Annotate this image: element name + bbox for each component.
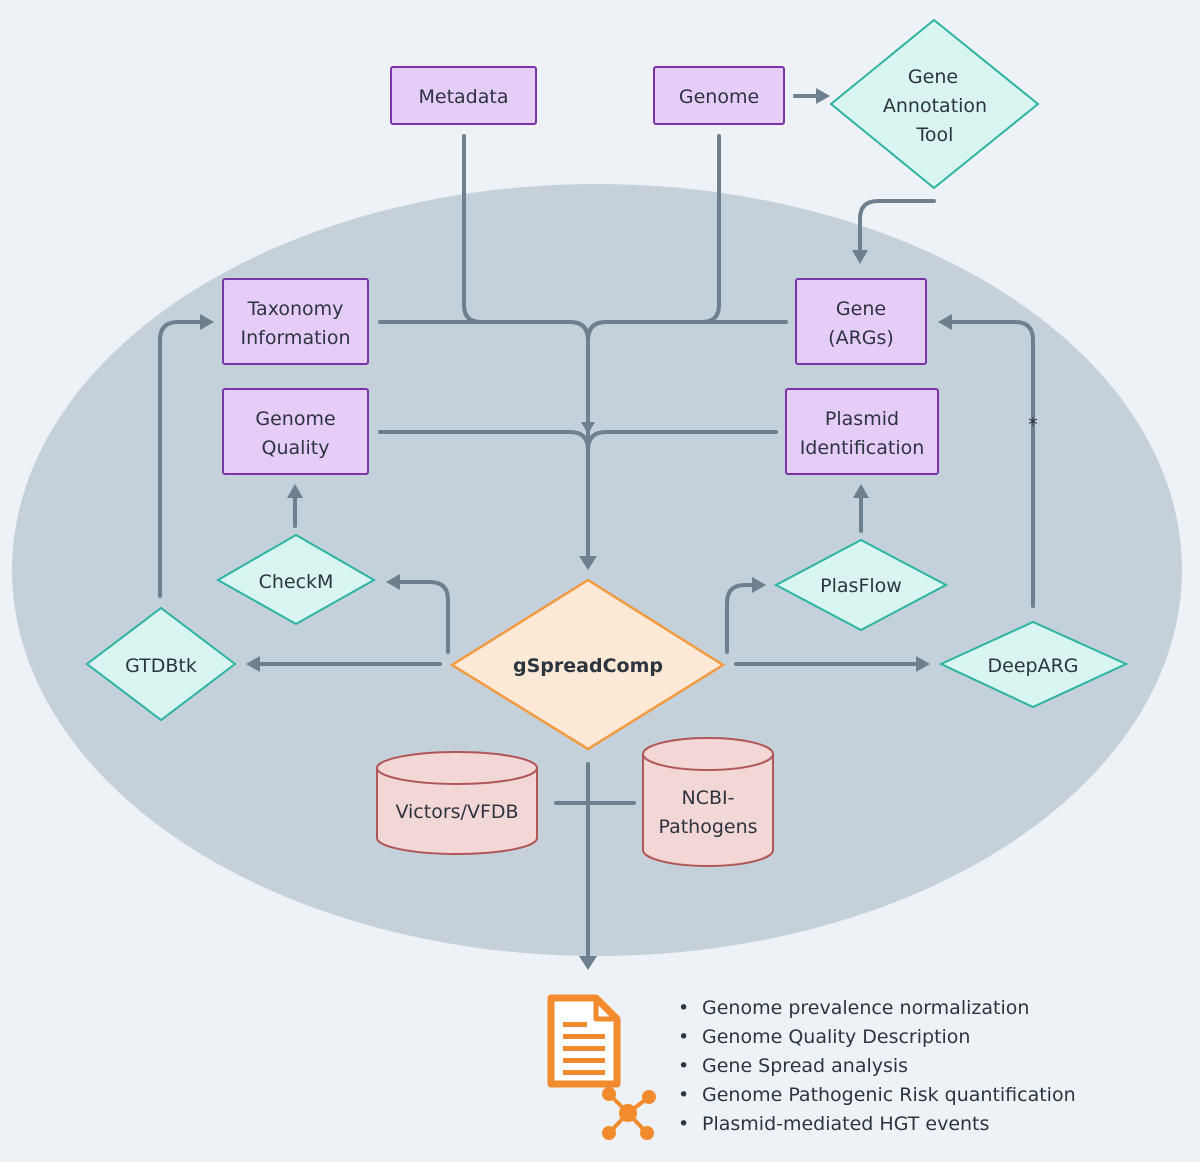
taxonomy-label-line1: Taxonomy	[247, 298, 344, 320]
output-item: Genome Pathogenic Risk quantification	[676, 1081, 1076, 1110]
plasflow-node[interactable]: PlasFlow	[773, 538, 949, 632]
taxonomy-information-node[interactable]: Taxonomy Information	[222, 278, 369, 365]
gene-args-label-line2: (ARGs)	[828, 327, 894, 349]
arrow-core-deeparg	[916, 656, 930, 672]
plasmid-label-line1: Plasmid	[825, 408, 899, 430]
output-item: Gene Spread analysis	[676, 1052, 1076, 1081]
arrow-genome-annotation	[816, 88, 830, 104]
output-item: Genome Quality Description	[676, 1023, 1076, 1052]
network-icon	[602, 1087, 656, 1140]
output-item: Plasmid-mediated HGT events	[676, 1110, 1076, 1139]
arrow-core-gtdbtk	[246, 656, 260, 672]
deeparg-node[interactable]: DeepARG	[938, 620, 1129, 709]
edges: *	[158, 88, 1038, 970]
arrow-core-outputs	[579, 956, 597, 970]
arrow-gtdbtk-taxonomy	[200, 314, 214, 330]
genome-node[interactable]: Genome	[653, 66, 785, 125]
arrow-core-checkm	[386, 574, 400, 590]
arrow-annotation-gene	[852, 250, 868, 264]
gspreadcomp-node[interactable]: gSpreadComp	[449, 578, 726, 751]
outputs-list: Genome prevalence normalization Genome Q…	[676, 994, 1076, 1139]
arrow-checkm-quality	[287, 484, 303, 498]
output-item: Genome prevalence normalization	[676, 994, 1076, 1023]
genome-quality-label-line2: Quality	[262, 437, 330, 459]
gtdbtk-label: GTDBtk	[125, 655, 197, 677]
checkm-node[interactable]: CheckM	[215, 533, 377, 626]
plasmid-label-line2: Identification	[800, 437, 925, 459]
gtdbtk-node[interactable]: GTDBtk	[85, 606, 237, 722]
arrow-core-plasflow	[752, 577, 766, 593]
gspreadcomp-label: gSpreadComp	[513, 655, 663, 677]
plasflow-label: PlasFlow	[820, 575, 902, 597]
arrow-plasflow-plasmid	[853, 484, 869, 498]
victors-vfdb-label: Victors/VFDB	[395, 801, 518, 823]
deeparg-label: DeepARG	[988, 655, 1079, 677]
ncbi-label-line1: NCBI-	[682, 787, 735, 809]
edge-annotation-gene	[858, 199, 936, 254]
gene-args-node[interactable]: Gene (ARGs)	[795, 278, 927, 365]
plasmid-identification-node[interactable]: Plasmid Identification	[785, 388, 939, 475]
annotation-label-line1: Gene	[908, 66, 958, 88]
genome-quality-node[interactable]: Genome Quality	[222, 388, 369, 475]
gene-annotation-tool-node[interactable]: Gene Annotation Tool	[829, 18, 1040, 190]
edge-gene-args	[586, 320, 788, 342]
document-icon	[547, 994, 621, 1088]
edge-deeparg-gene	[950, 320, 1035, 608]
genome-quality-label-line1: Genome	[255, 408, 335, 430]
gene-args-label-line1: Gene	[836, 298, 886, 320]
annotation-label-line3: Tool	[916, 124, 954, 146]
edge-gtdbtk-taxonomy	[158, 320, 202, 598]
metadata-label: Metadata	[419, 86, 509, 108]
edge-core-plasflow	[725, 583, 756, 654]
victors-vfdb-database[interactable]: Victors/VFDB	[376, 751, 538, 855]
metadata-node[interactable]: Metadata	[390, 66, 537, 125]
ncbi-pathogens-database[interactable]: NCBI- Pathogens	[642, 737, 774, 867]
arrow-deeparg-gene	[938, 314, 952, 330]
ncbi-label-line2: Pathogens	[658, 816, 757, 838]
arrow-trunk-mid	[581, 422, 595, 434]
pipeline-ellipse	[12, 184, 1182, 956]
arrow-trunk	[579, 556, 597, 570]
edge-core-checkm	[396, 580, 450, 654]
edge-marker: *	[1028, 414, 1038, 436]
annotation-label-line2: Annotation	[883, 95, 987, 117]
genome-label: Genome	[679, 86, 759, 108]
taxonomy-label-line2: Information	[241, 327, 351, 349]
checkm-label: CheckM	[259, 571, 334, 593]
